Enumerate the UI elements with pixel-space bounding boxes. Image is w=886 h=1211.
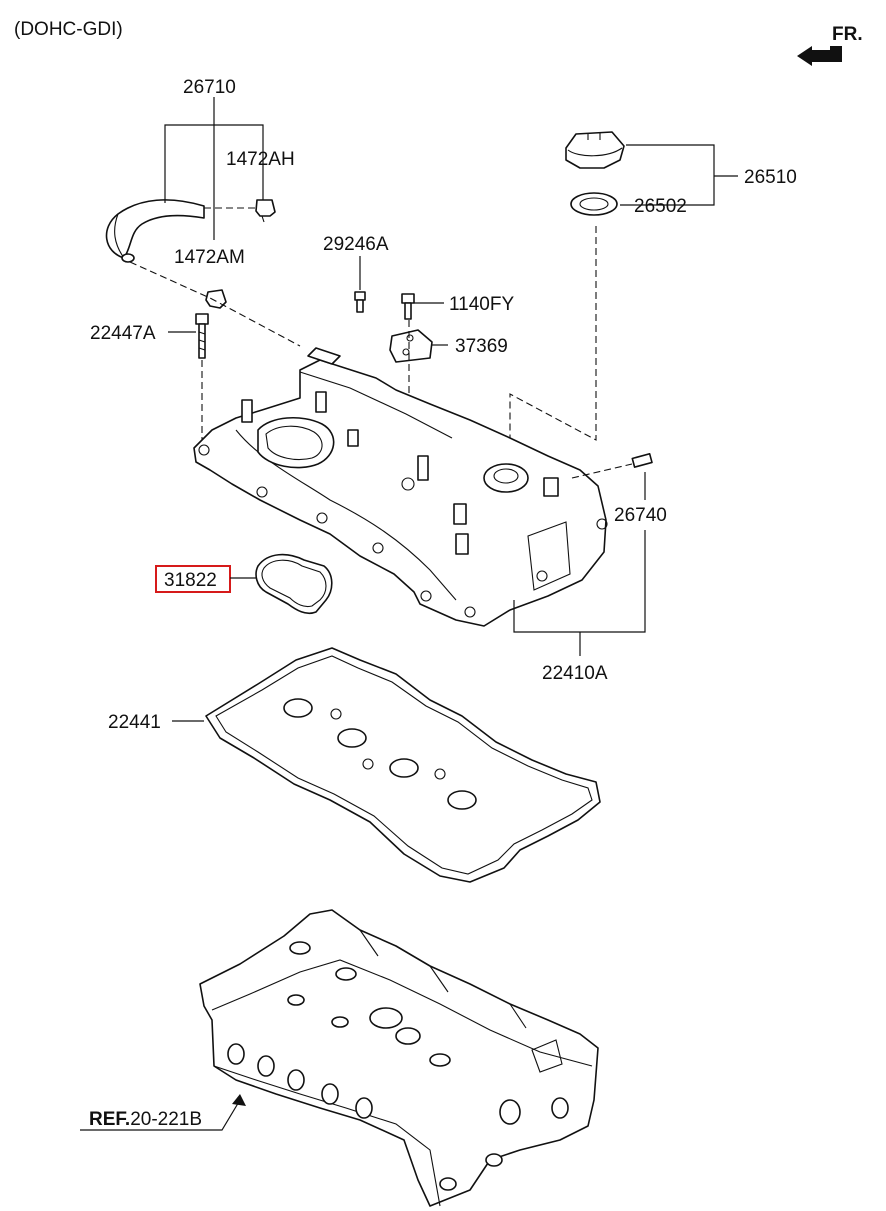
part-label-26510: 26510 bbox=[744, 167, 797, 188]
front-arrow-icon bbox=[797, 46, 842, 66]
hose-clamp-1472ah bbox=[255, 199, 276, 223]
hose-route-line bbox=[129, 261, 301, 347]
bolt-1140fy bbox=[401, 293, 415, 320]
highlight-frame-31822 bbox=[155, 565, 231, 593]
leader-26510 bbox=[620, 144, 715, 206]
part-label-31822[interactable]: 31822 bbox=[164, 570, 217, 591]
part-label-26740: 26740 bbox=[614, 505, 667, 526]
breather-hose bbox=[105, 199, 205, 263]
reference-code[interactable]: 20-221B bbox=[130, 1109, 202, 1130]
gasket-31822 bbox=[255, 553, 333, 615]
front-direction-indicator: FR. bbox=[797, 24, 863, 66]
part-label-26502: 26502 bbox=[634, 196, 687, 217]
oil-filler-cap bbox=[565, 131, 625, 169]
cap-route-line bbox=[509, 226, 597, 462]
rocker-cover-gasket bbox=[205, 647, 601, 883]
part-label-22410a: 22410A bbox=[542, 663, 608, 684]
cylinder-head bbox=[199, 909, 599, 1207]
part-label-1472am: 1472AM bbox=[174, 247, 245, 268]
part-label-26710: 26710 bbox=[183, 77, 236, 98]
reference-label: REF.20-221B bbox=[89, 1109, 202, 1130]
part-label-1472ah: 1472AH bbox=[226, 149, 295, 170]
part-label-1140fy: 1140FY bbox=[449, 294, 514, 315]
sensor-26740 bbox=[631, 453, 653, 468]
leader-ref bbox=[80, 1099, 241, 1131]
bracket-37369 bbox=[389, 329, 433, 363]
cylinder-head-cover bbox=[193, 347, 608, 627]
part-label-22441: 22441 bbox=[108, 712, 161, 733]
bolt-22447a bbox=[195, 313, 209, 359]
part-label-29246a: 29246A bbox=[323, 234, 389, 255]
sensor-29246a bbox=[354, 291, 366, 313]
part-label-37369: 37369 bbox=[455, 336, 508, 357]
engine-variant-label: (DOHC-GDI) bbox=[14, 19, 123, 40]
front-direction-label: FR. bbox=[832, 24, 863, 45]
part-label-22447a: 22447A bbox=[90, 323, 156, 344]
reference-prefix: REF. bbox=[89, 1109, 130, 1130]
filler-cap-gasket bbox=[570, 192, 618, 216]
ref-arrow-icon bbox=[232, 1094, 246, 1106]
